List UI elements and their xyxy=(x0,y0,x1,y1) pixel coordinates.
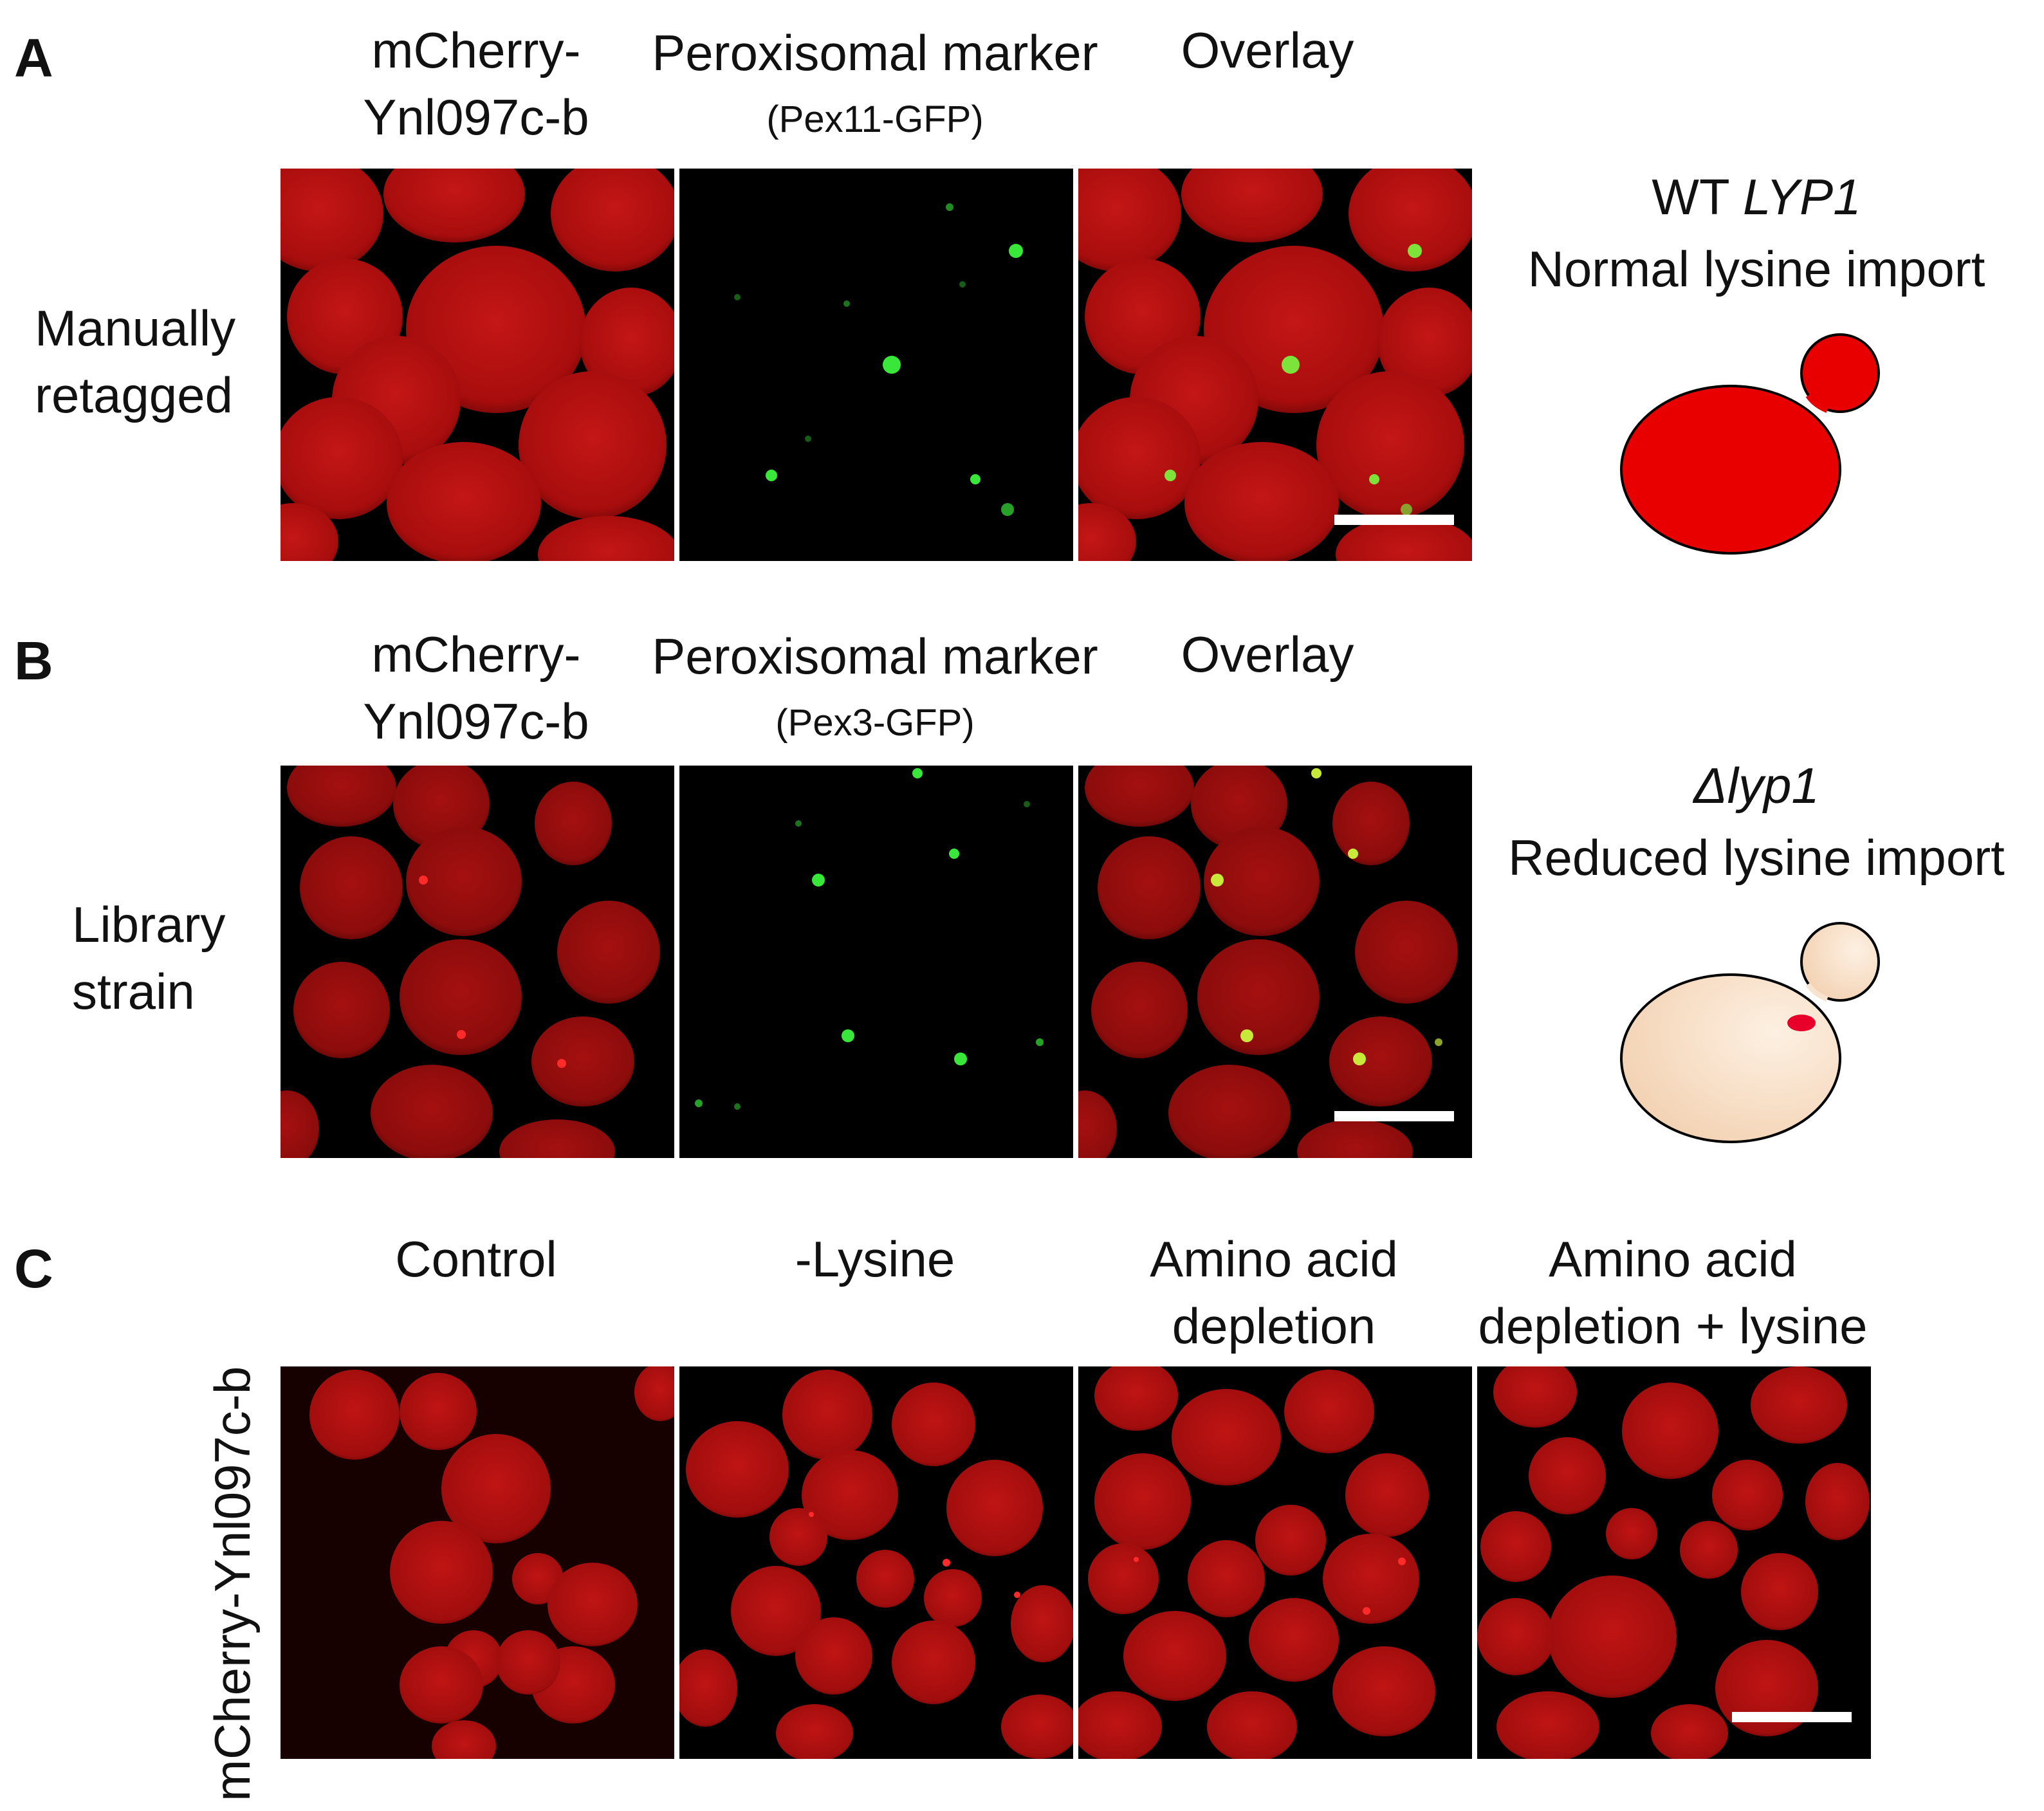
mcherry-micrograph xyxy=(679,1370,1073,1759)
panel-b-overlay-image xyxy=(1078,766,1472,1158)
panel-a-header-mcherry: mCherry- Ynl097c-b xyxy=(283,17,669,151)
panel-b-description: Δlyp1 Reduced lysine import xyxy=(1473,749,2039,894)
panel-c-header-aa-depletion-lysine: Amino acid depletion + lysine xyxy=(1435,1226,1911,1359)
mcherry-micrograph xyxy=(281,169,674,561)
desc-gene: LYP1 xyxy=(1742,169,1861,225)
mcherry-micrograph xyxy=(1477,1366,1870,1759)
panel-b-row-label: Library strain xyxy=(72,891,225,1025)
header-line1: Amino acid xyxy=(1549,1231,1797,1287)
mcherry-micrograph xyxy=(1078,1366,1435,1759)
panel-a-yeast-cartoon xyxy=(1620,333,1880,555)
header-line2: Ynl097c-b xyxy=(363,89,589,145)
mcherry-micrograph xyxy=(281,1366,674,1759)
header-line2: (Pex3-GFP) xyxy=(775,702,975,744)
panel-a-header-peroxisomal: Peroxisomal marker (Pex11-GFP) xyxy=(618,19,1132,153)
gfp-micrograph xyxy=(734,203,1023,516)
panel-c-header-aa-depletion: Amino acid depletion xyxy=(1081,1226,1467,1359)
panel-c-scale-bar xyxy=(1732,1712,1852,1722)
header-line1: Amino acid xyxy=(1150,1231,1398,1287)
overlay-micrograph xyxy=(1078,169,1472,561)
panel-b-header-overlay: Overlay xyxy=(1074,621,1460,688)
overlay-micrograph xyxy=(1078,766,1458,1158)
red-punctum-dot xyxy=(1787,1015,1816,1031)
panel-b-letter: B xyxy=(14,630,53,691)
panel-c-y-label: mCherry-Ynl097c-b xyxy=(204,1366,261,1801)
header-line2: (Pex11-GFP) xyxy=(766,98,984,140)
row-label-line1: Manually xyxy=(35,300,236,356)
header-line1: mCherry- xyxy=(371,626,581,683)
panel-b-header-peroxisomal: Peroxisomal marker (Pex3-GFP) xyxy=(618,623,1132,757)
desc-line2: Normal lysine import xyxy=(1527,241,1985,297)
panel-c-lysine-image xyxy=(679,1366,1073,1759)
mcherry-micrograph xyxy=(281,766,660,1158)
header-line2: Overlay xyxy=(1181,22,1354,78)
desc-gene: Δlyp1 xyxy=(1693,757,1819,814)
yeast-bud xyxy=(1800,922,1880,1002)
yeast-mother-cell xyxy=(1620,973,1841,1143)
header-line2: -Lysine xyxy=(795,1231,955,1287)
header-line2: depletion + lysine xyxy=(1478,1298,1868,1354)
header-line2: Control xyxy=(395,1231,557,1287)
panel-a-gfp-image xyxy=(679,169,1073,561)
row-label-line1: Library xyxy=(72,896,226,953)
gfp-micrograph xyxy=(695,768,1044,1110)
panel-b-header-mcherry: mCherry- Ynl097c-b xyxy=(283,621,669,755)
header-line1: mCherry- xyxy=(371,22,581,78)
panel-a-letter: A xyxy=(14,28,53,88)
panel-b-gfp-image xyxy=(679,766,1073,1158)
row-label-line2: strain xyxy=(72,963,195,1020)
header-line2: depletion xyxy=(1172,1298,1376,1354)
panel-a-scale-bar xyxy=(1334,515,1454,525)
panel-b-yeast-cartoon xyxy=(1620,922,1880,1143)
panel-a-header-overlay: Overlay xyxy=(1074,17,1460,84)
yeast-bud xyxy=(1800,333,1880,413)
header-line2: Ynl097c-b xyxy=(363,693,589,749)
panel-c-header-lysine: -Lysine xyxy=(682,1226,1068,1292)
panel-b-scale-bar xyxy=(1334,1111,1454,1121)
panel-c-control-image xyxy=(281,1366,674,1759)
desc-prefix: WT xyxy=(1652,169,1743,225)
panel-a-mcherry-image xyxy=(281,169,674,561)
header-line2: Overlay xyxy=(1181,626,1354,683)
header-line1: Peroxisomal marker xyxy=(652,628,1098,685)
header-line1: Peroxisomal marker xyxy=(652,24,1098,81)
panel-c-aa-depletion-lysine-image xyxy=(1477,1366,1871,1759)
panel-a-overlay-image xyxy=(1078,169,1472,561)
desc-line2: Reduced lysine import xyxy=(1508,829,2005,886)
panel-a-row-label: Manually retagged xyxy=(35,295,235,428)
row-label-line2: retagged xyxy=(35,367,233,423)
panel-c-aa-depletion-image xyxy=(1078,1366,1472,1759)
yeast-mother-cell xyxy=(1620,385,1841,555)
panel-c-letter: C xyxy=(14,1238,53,1299)
panel-a-description: WT LYP1 Normal lysine import xyxy=(1480,161,2033,305)
panel-b-mcherry-image xyxy=(281,766,674,1158)
panel-c-header-control: Control xyxy=(283,1226,669,1292)
